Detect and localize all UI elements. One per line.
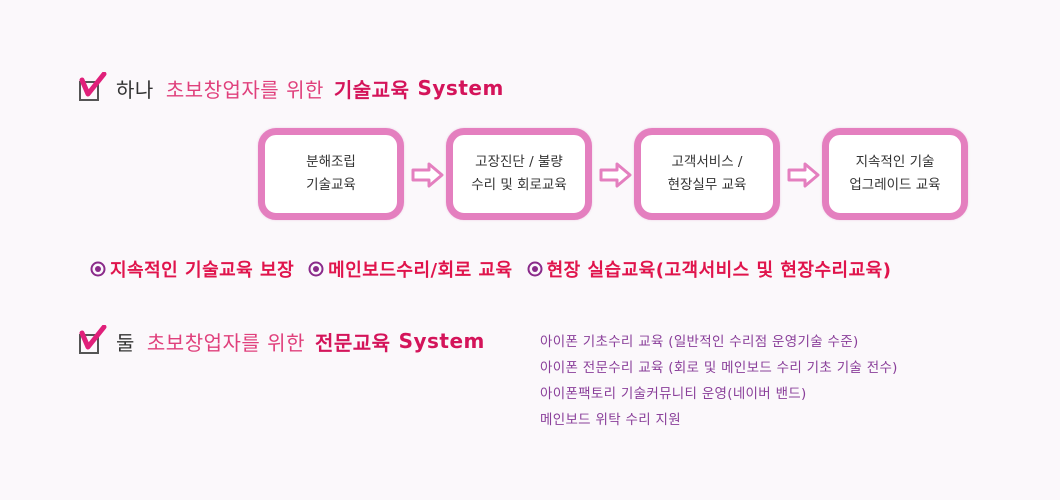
section-2-subtitle: 초보창업자를 위한 [146, 330, 305, 355]
arrow-right-icon [411, 162, 444, 188]
flow-step-1-line2: 기술교육 [306, 177, 356, 193]
section-1-ordinal: 하나 [116, 77, 154, 102]
section-1-system: System [417, 76, 504, 100]
pro-education-list: 아이폰 기초수리 교육 (일반적인 수리점 운영기술 수준) 아이폰 전문수리 … [540, 329, 898, 433]
list-item: 아이폰 전문수리 교육 (회로 및 메인보드 수리 기초 기술 전수) [540, 360, 898, 376]
benefit-text: 현장 실습교육(고객서비스 및 현장수리교육) [546, 260, 892, 281]
section-1-bold: 기술교육 [333, 77, 410, 102]
section-1-title: 하나 초보창업자를 위한 기술교육 System [78, 72, 504, 104]
benefit-text: 지속적인 기술교육 보장 [110, 260, 295, 281]
flow-step-4-line1: 지속적인 기술 [855, 154, 935, 170]
section-2-system: System [398, 329, 485, 353]
circle-bullet-icon [90, 261, 106, 277]
flow-step-3-line1: 고객서비스 / [671, 154, 743, 170]
flow-step-3: 고객서비스 / 현장실무 교육 [634, 128, 780, 220]
benefits-row: 지속적인 기술교육 보장 메인보드수리/회로 교육 현장 실습교육(고객서비스 … [90, 256, 891, 282]
flow-step-2: 고장진단 / 불량 수리 및 회로교육 [446, 128, 592, 220]
flow-step-3-line2: 현장실무 교육 [667, 177, 747, 193]
checkbox-check-icon [78, 325, 114, 357]
checkbox-check-icon [78, 72, 114, 104]
flow-step-1: 분해조립 기술교육 [258, 128, 404, 220]
benefit-item: 메인보드수리/회로 교육 [308, 256, 512, 282]
section-1-subtitle: 초보창업자를 위한 [165, 77, 324, 102]
flow-step-4: 지속적인 기술 업그레이드 교육 [822, 128, 968, 220]
list-item: 메인보드 위탁 수리 지원 [540, 412, 681, 428]
arrow-right-icon [787, 162, 820, 188]
circle-bullet-icon [308, 261, 324, 277]
benefit-item: 현장 실습교육(고객서비스 및 현장수리교육) [527, 256, 892, 282]
benefit-item: 지속적인 기술교육 보장 [90, 256, 294, 282]
flow-step-1-line1: 분해조립 [306, 154, 356, 170]
section-2-ordinal: 둘 [116, 330, 135, 355]
section-2-bold: 전문교육 [314, 330, 391, 355]
arrow-right-icon [599, 162, 632, 188]
flow-step-2-line2: 수리 및 회로교육 [471, 177, 567, 193]
section-2-title: 둘 초보창업자를 위한 전문교육 System [78, 325, 485, 357]
flow-step-2-line1: 고장진단 / 불량 [475, 154, 563, 170]
circle-bullet-icon [527, 261, 543, 277]
flow-step-4-line2: 업그레이드 교육 [849, 177, 941, 193]
benefit-text: 메인보드수리/회로 교육 [328, 260, 513, 281]
list-item: 아이폰 기초수리 교육 (일반적인 수리점 운영기술 수준) [540, 334, 859, 350]
list-item: 아이폰팩토리 기술커뮤니티 운영(네이버 밴드) [540, 386, 807, 402]
